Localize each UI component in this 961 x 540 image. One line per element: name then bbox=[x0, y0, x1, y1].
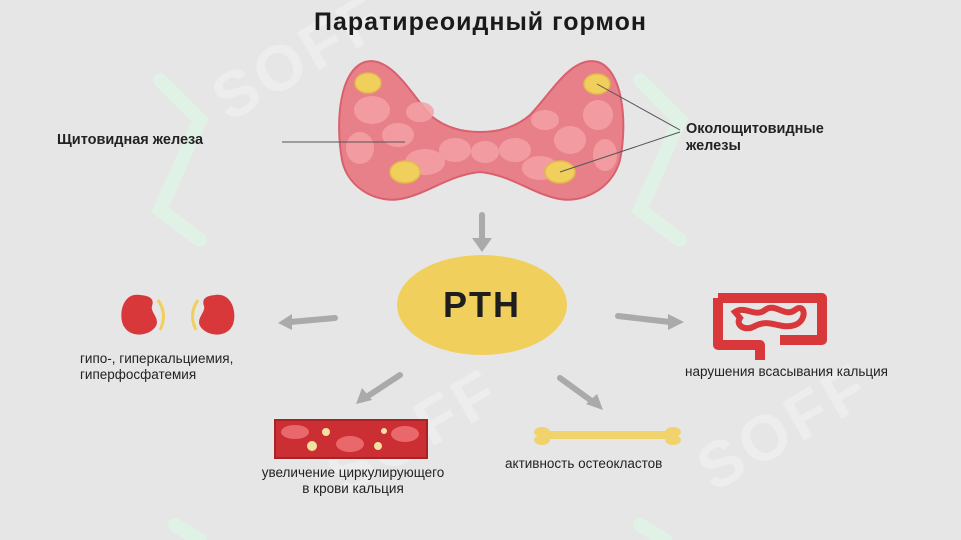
thyroid-gland-icon bbox=[338, 60, 625, 201]
blood-label-line2: в крови кальция bbox=[302, 481, 404, 496]
arrow-heads bbox=[278, 238, 684, 410]
intestine-icon bbox=[713, 293, 827, 360]
thyroid-label: Щитовидная железа bbox=[57, 132, 204, 148]
parathyroid-label-line2: железы bbox=[686, 138, 741, 154]
pth-center-node: PTH bbox=[397, 255, 567, 355]
blood-vessel-icon bbox=[274, 419, 428, 459]
parathyroid-label-line1: Околощитовидные bbox=[686, 121, 824, 137]
blood-label-line1: увеличение циркулирующего bbox=[261, 465, 445, 480]
bone-icon bbox=[534, 427, 681, 445]
pth-label: PTH bbox=[443, 284, 521, 325]
kidney-label-line2: гиперфосфатемия bbox=[80, 367, 197, 382]
blood-label: увеличение циркулирующего в крови кальци… bbox=[228, 465, 478, 497]
kidney-label: гипо-, гиперкальциемия, гиперфосфатемия bbox=[80, 351, 233, 383]
parathyroid-label: Околощитовидные железы bbox=[686, 121, 824, 155]
kidneys-icon bbox=[121, 294, 235, 335]
page-title: Паратиреоидный гормон bbox=[314, 8, 647, 36]
watermark-logo bbox=[151, 73, 689, 540]
arrows bbox=[287, 212, 673, 405]
intestine-label: нарушения всасывания кальция bbox=[685, 364, 888, 379]
kidney-label-line1: гипо-, гиперкальциемия, bbox=[80, 351, 234, 366]
bone-label: активность остеокластов bbox=[505, 456, 663, 471]
leader-lines bbox=[282, 83, 681, 173]
